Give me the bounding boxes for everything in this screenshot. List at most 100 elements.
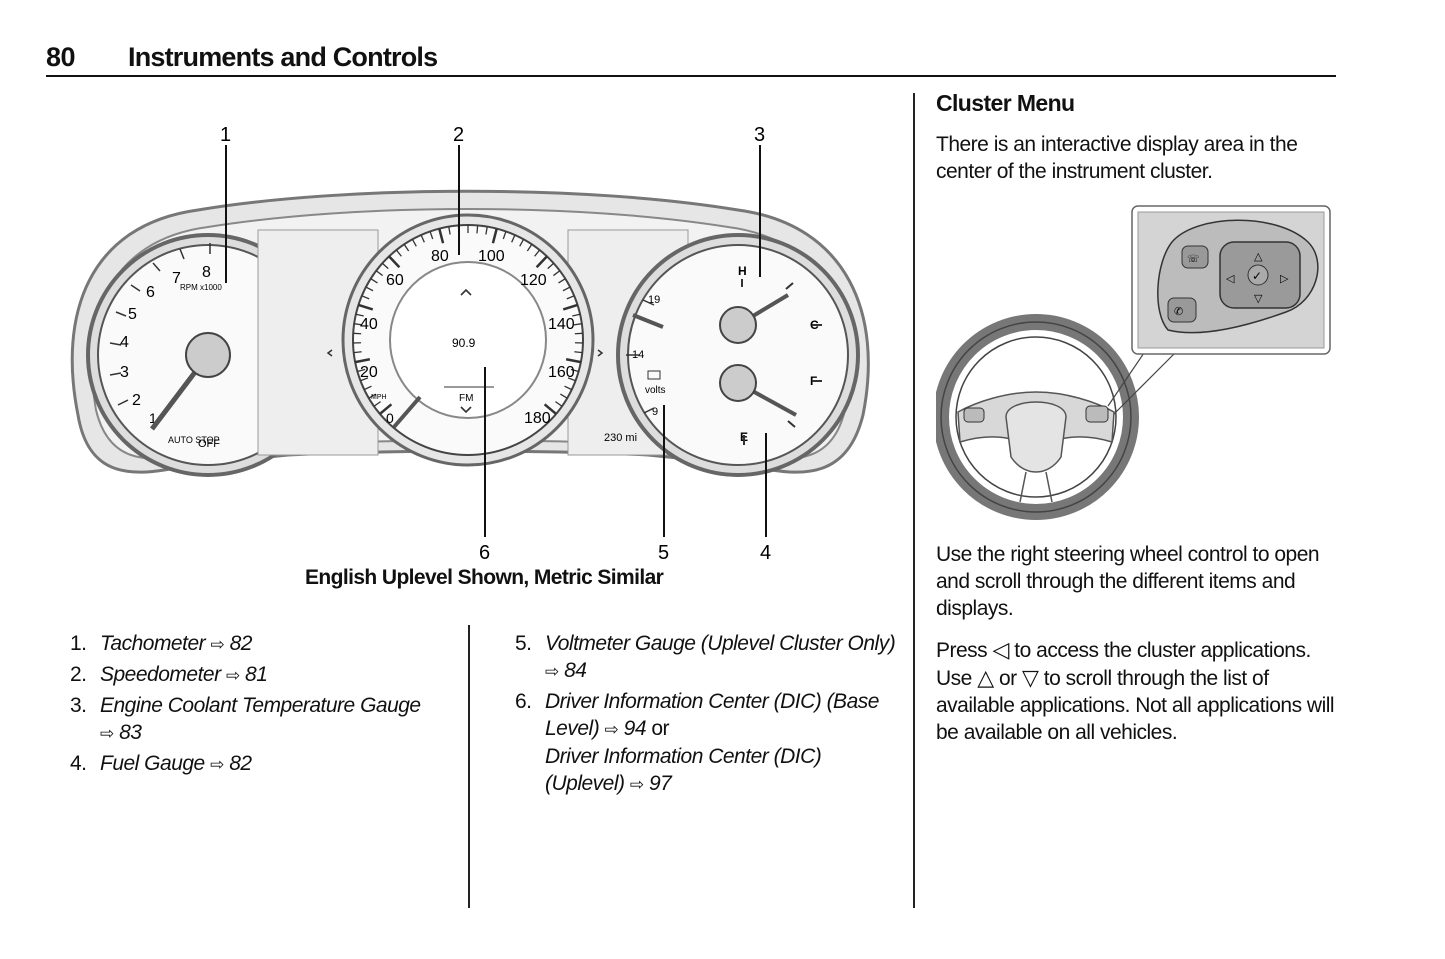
speedo-tick xyxy=(375,270,383,277)
page-ref[interactable]: 81 xyxy=(245,663,268,686)
callout-2: 2 xyxy=(453,124,464,146)
speedo-tick xyxy=(373,401,381,407)
page-ref-arrow-icon: ⇨ xyxy=(210,635,225,654)
list-item: 3.Engine Coolant Temperature Gauge⇨ 83 xyxy=(70,692,450,747)
page-ref-arrow-icon: ⇨ xyxy=(210,755,224,774)
speedo-tick xyxy=(379,403,393,415)
steering-wheel xyxy=(936,314,1139,520)
callout-6: 6 xyxy=(479,542,490,564)
tach-num-5: 5 xyxy=(128,306,137,323)
item-text[interactable]: Driver Information Center (DIC) (Base Le… xyxy=(545,690,879,740)
page-ref[interactable]: 83 xyxy=(119,721,142,744)
speedo-tick xyxy=(562,303,578,311)
speedo-tick xyxy=(526,243,533,252)
speedo-tick xyxy=(519,238,525,247)
callout-3: 3 xyxy=(754,124,765,146)
speedo-tick xyxy=(388,255,401,269)
up-arrow-icon: △ xyxy=(977,665,994,690)
list-item: 6. Driver Information Center (DIC) (Base … xyxy=(515,688,905,798)
speedo-tick xyxy=(555,401,563,407)
right-arrow-icon: ▷ xyxy=(1280,273,1289,285)
item-text[interactable]: Engine Coolant Temperature Gauge xyxy=(100,694,421,717)
tach-num-2: 2 xyxy=(132,392,141,409)
page-number: 80 xyxy=(46,42,76,72)
speedo-tick xyxy=(558,278,566,284)
speedo-tick xyxy=(353,351,362,354)
speedo-tick xyxy=(357,368,366,373)
speedo-num-40: 40 xyxy=(360,316,378,333)
callout-5: 5 xyxy=(658,542,669,564)
down-arrow-icon: ▽ xyxy=(1254,293,1263,305)
intro-paragraph: There is an interactive display area in … xyxy=(936,133,1298,183)
item-number: 6. xyxy=(515,690,532,713)
speedo-tick xyxy=(395,249,402,257)
speedo-tick xyxy=(562,286,571,292)
speedo-num-140: 140 xyxy=(548,316,575,333)
speedo-tick xyxy=(485,226,488,235)
speedo-tick xyxy=(354,358,371,364)
speedo-tick xyxy=(355,313,364,317)
item-text[interactable]: Speedometer xyxy=(100,663,221,686)
check-icon: ✓ xyxy=(1252,269,1262,283)
speedo-tick xyxy=(411,238,417,247)
list-item: 2.Speedometer ⇨ 81 xyxy=(70,661,450,689)
item-number: 1. xyxy=(70,632,87,655)
item-text-2[interactable]: Driver Information Center (DIC) (Uplevel… xyxy=(545,745,822,795)
temp-fuel-volt-gauges: 19 14 9 volts H C F E 230 mi xyxy=(604,233,860,477)
tach-num-8: 8 xyxy=(202,264,211,281)
speedo-tick xyxy=(491,228,498,244)
column-divider-right xyxy=(913,93,915,908)
speedo-tick xyxy=(570,368,579,373)
display-band: FM xyxy=(459,393,473,404)
page-ref[interactable]: 94 xyxy=(623,717,647,740)
speedo-tick xyxy=(574,351,583,354)
item-text[interactable]: Tachometer xyxy=(100,632,206,655)
header-rule xyxy=(46,75,1336,77)
speedo-num-0: 0 xyxy=(386,410,394,426)
legend-list-left: 1.Tachometer ⇨ 82 2.Speedometer ⇨ 81 3.E… xyxy=(70,630,450,781)
auto-stop-label: AUTO STOP xyxy=(168,435,220,445)
item-number: 5. xyxy=(515,632,532,655)
speedo-tick xyxy=(365,286,374,292)
section-title: Cluster Menu xyxy=(936,90,1075,116)
speedo-tick xyxy=(403,243,410,252)
speedo-tick xyxy=(370,278,378,284)
left-arrow-icon: ◁ xyxy=(992,637,1010,662)
off-label: OFF xyxy=(198,438,220,450)
speedo-tick xyxy=(363,385,372,391)
list-item: 5. Voltmeter Gauge (Uplevel Cluster Only)… xyxy=(515,630,905,685)
use-text: Use xyxy=(936,667,972,690)
speed-unit: MPH xyxy=(371,394,387,401)
speedo-tick xyxy=(567,377,576,382)
left-arrow-icon: ◁ xyxy=(1226,273,1235,285)
speedo-tick xyxy=(535,255,548,269)
speedometer: 0 20 40 60 80 100 120 140 160 180 MPH 90… xyxy=(326,213,604,467)
speedo-num-120: 120 xyxy=(520,272,547,289)
page-ref[interactable]: 84 xyxy=(564,659,587,682)
voice-icon: ☏ xyxy=(1187,254,1200,265)
speedo-tick xyxy=(573,323,582,326)
up-arrow-icon: △ xyxy=(1254,251,1263,263)
speedo-tick xyxy=(381,262,389,270)
page-ref-2[interactable]: 97 xyxy=(648,772,672,795)
speedo-tick xyxy=(358,303,374,311)
speedo-tick xyxy=(564,385,573,391)
volt-num-9: 9 xyxy=(652,406,658,418)
speedo-tick xyxy=(429,231,434,240)
page-ref-arrow-icon: ⇨ xyxy=(604,720,619,739)
speedo-num-80: 80 xyxy=(431,248,449,265)
speedo-num-100: 100 xyxy=(478,248,505,265)
speedo-tick xyxy=(368,393,377,399)
speedo-tick xyxy=(360,377,369,382)
item-text[interactable]: Fuel Gauge xyxy=(100,752,205,775)
speedo-tick xyxy=(502,231,507,240)
item-text[interactable]: Voltmeter Gauge (Uplevel Cluster Only) xyxy=(545,632,896,655)
steering-control-paragraph: Use the right steering wheel control to … xyxy=(936,543,1320,620)
tach-num-4: 4 xyxy=(120,334,129,351)
mute-call-icon: ✆ xyxy=(1174,306,1183,318)
page-ref[interactable]: 82 xyxy=(229,632,253,655)
instrument-cluster-illustration: 1 2 3 6 5 4 2 3 4 5 6 7 8 1 RPM x1000 AU… xyxy=(70,124,870,564)
page-ref-arrow-icon: ⇨ xyxy=(100,724,114,743)
page-ref[interactable]: 82 xyxy=(229,752,252,775)
steering-controls-zoom-inset: ☏ ✆ △ ▽ ◁ ▷ ✓ xyxy=(1131,205,1331,355)
